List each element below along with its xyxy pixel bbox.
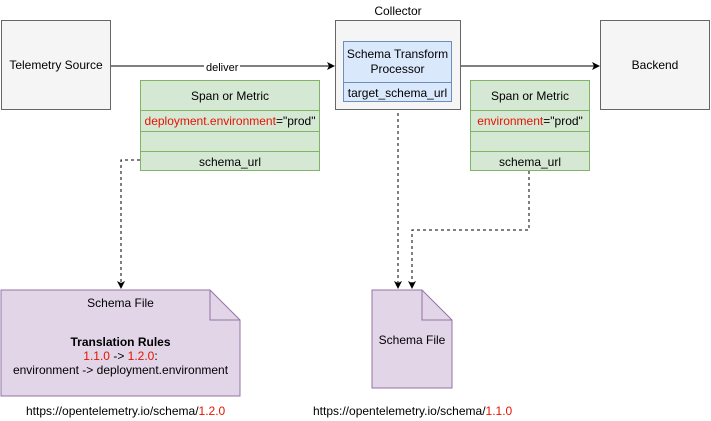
collector-node: Schema Transform Processor target_schema…	[335, 20, 461, 110]
deliver-label: deliver	[204, 62, 241, 74]
span-right-attr-key: environment	[477, 114, 544, 128]
url-right-prefix: https://opentelemetry.io/schema/	[313, 404, 486, 418]
collector-title: Collector	[374, 4, 422, 18]
schema-file-right-title: Schema File	[378, 333, 446, 347]
backend-label: Backend	[631, 58, 679, 72]
schema-file-left-shape	[0, 289, 241, 397]
span-left-title: Span or Metric	[190, 88, 270, 103]
processor-name-line2: Processor	[370, 62, 425, 76]
schema-transform-processor: Schema Transform Processor target_schema…	[343, 41, 452, 102]
schema-url-right-link	[408, 171, 530, 289]
processor-name: Schema Transform Processor	[344, 42, 451, 82]
span-right-schema-url: schema_url	[471, 151, 589, 171]
translation-version-line: 1.1.0 -> 1.2.0:	[1, 349, 240, 363]
schema-file-right-shape	[371, 289, 453, 389]
schema-url-left-link	[117, 159, 140, 289]
telemetry-source-label: Telemetry Source	[9, 58, 103, 72]
url-right-version: 1.1.0	[485, 404, 513, 418]
version-arrow: ->	[109, 349, 128, 363]
url-left-prefix: https://opentelemetry.io/schema/	[26, 404, 199, 418]
schema-file-left-title: Schema File	[87, 296, 154, 310]
span-right-empty-row	[471, 131, 589, 151]
span-left-attribute: deployment.environment="prod"	[141, 110, 319, 131]
processor-name-line1: Schema Transform	[346, 47, 449, 61]
telemetry-source-node: Telemetry Source	[1, 20, 111, 110]
version-colon: :	[154, 349, 158, 363]
schema-file-left-rules: Translation Rules 1.1.0 -> 1.2.0: enviro…	[1, 335, 240, 377]
translation-rule: environment -> deployment.environment	[12, 363, 229, 377]
translation-rules-heading: Translation Rules	[70, 335, 171, 349]
version-from: 1.1.0	[83, 349, 110, 363]
processor-target-schema-url: target_schema_url	[344, 82, 451, 103]
span-right-attribute: environment="prod"	[471, 110, 589, 131]
span-right-title: Span or Metric	[490, 88, 570, 103]
span-left-empty-row	[141, 131, 319, 151]
backend-node: Backend	[600, 20, 710, 110]
schema-file-left-fold	[209, 290, 240, 321]
schema-url-right-text: https://opentelemetry.io/schema/1.1.0	[313, 404, 512, 418]
span-left-attr-key: deployment.environment	[144, 114, 276, 128]
deliver-label-wrap: deliver	[204, 58, 241, 74]
span-left: Span or Metric deployment.environment="p…	[140, 80, 320, 171]
span-right: Span or Metric environment="prod" schema…	[470, 80, 590, 171]
span-left-schema-url: schema_url	[141, 151, 319, 171]
span-right-attr-value: ="prod"	[543, 114, 583, 128]
schema-file-right-fold	[421, 290, 452, 321]
schema-url-left-text: https://opentelemetry.io/schema/1.2.0	[26, 404, 225, 418]
url-left-version: 1.2.0	[198, 404, 226, 418]
version-to: 1.2.0	[127, 349, 155, 363]
span-left-attr-value: ="prod"	[275, 114, 316, 128]
